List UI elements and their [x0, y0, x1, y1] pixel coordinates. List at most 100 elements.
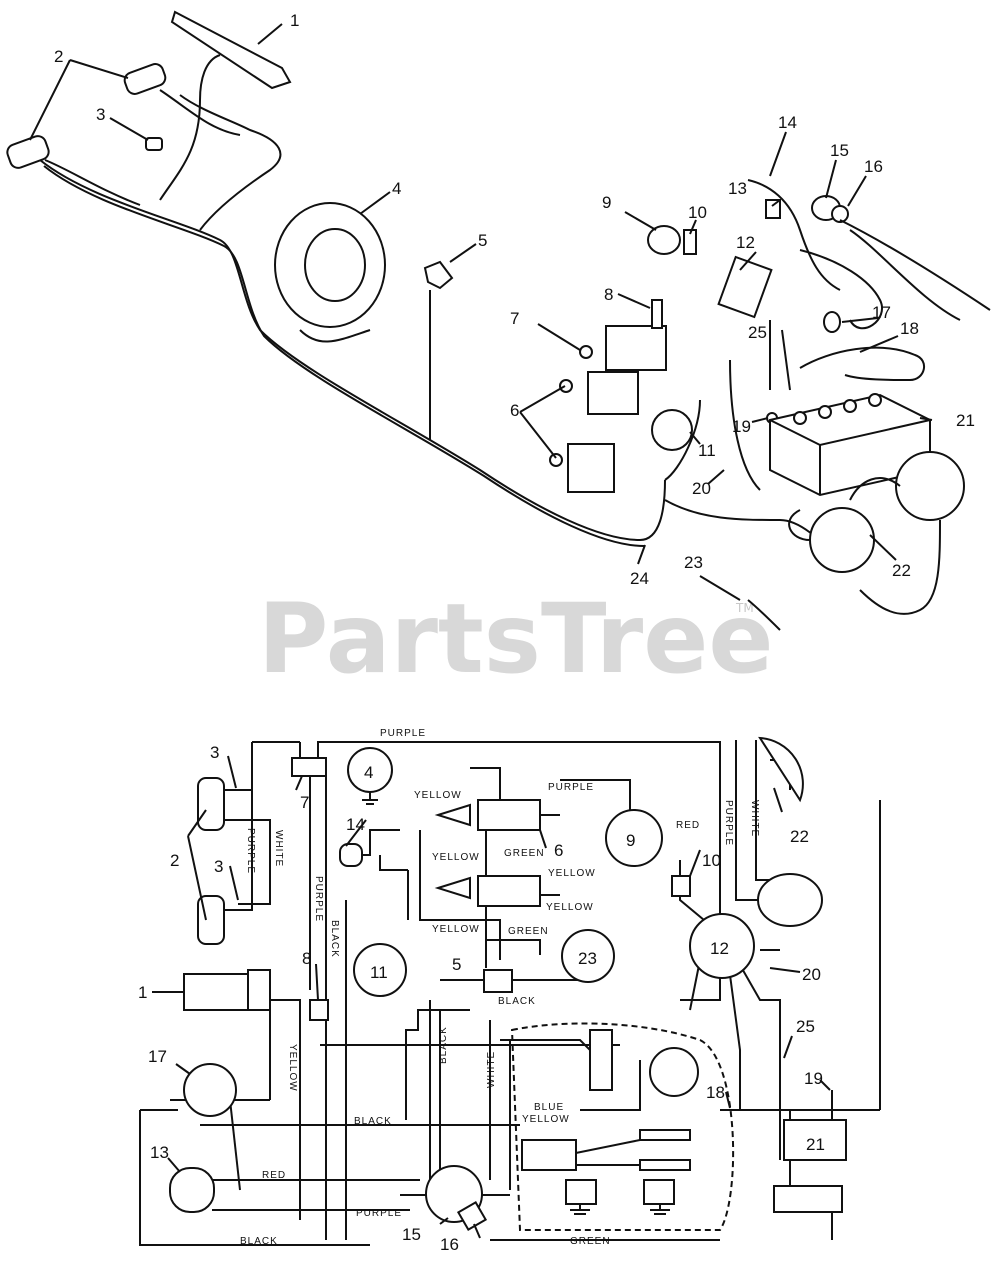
exploded-part-2b — [6, 135, 50, 169]
exploded-part-5 — [423, 260, 454, 290]
exploded-part-22b — [809, 507, 875, 573]
exploded-part-6a — [587, 371, 639, 415]
exploded-part-9 — [647, 225, 681, 255]
wire-label-white-v3: WHITE — [486, 1051, 497, 1088]
schematic-callout-21: 21 — [806, 1135, 825, 1154]
exploded-part-16 — [831, 205, 849, 223]
exploded-part-18 — [799, 346, 925, 382]
exploded-callout-11: 11 — [698, 441, 716, 460]
wire-label-purple-v3: PURPLE — [723, 800, 734, 846]
wire-label-yellow-1: YELLOW — [414, 790, 462, 801]
wire-label-white-v1: WHITE — [273, 830, 284, 867]
wire-label-yellow-4: YELLOW — [546, 902, 594, 913]
schematic-callout-11: 11 — [370, 963, 388, 982]
schematic-callout-20: 20 — [802, 965, 821, 984]
exploded-part-11 — [651, 409, 693, 451]
schematic-part-16 — [456, 1200, 488, 1232]
schematic-callout-23: 23 — [578, 949, 597, 968]
schematic-callout-10: 10 — [702, 851, 721, 870]
schematic-callout-22: 22 — [790, 827, 809, 846]
exploded-callout-6: 6 — [510, 401, 519, 420]
schematic-callout-19: 19 — [804, 1069, 823, 1088]
exploded-part-8 — [651, 299, 663, 329]
schematic-part-battery2 — [773, 1185, 843, 1213]
wire-label-black-v2: BLACK — [438, 1026, 449, 1064]
schematic-part-13 — [169, 1167, 215, 1213]
exploded-callout-19: 19 — [732, 417, 751, 436]
schematic-callout-17: 17 — [148, 1047, 167, 1066]
exploded-callout-9: 9 — [602, 193, 611, 212]
exploded-callout-2: 2 — [54, 47, 63, 66]
wire-label-yellow-v: YELLOW — [287, 1044, 298, 1092]
wire-label-yellow-5: YELLOW — [522, 1114, 570, 1125]
schematic-part-coil-box — [521, 1139, 577, 1171]
schematic-part-22a — [758, 736, 804, 803]
schematic-callout-12: 12 — [710, 939, 729, 958]
schematic-callout-16: 16 — [440, 1235, 459, 1254]
exploded-part-7 — [605, 325, 667, 371]
exploded-callout-20: 20 — [692, 479, 711, 498]
exploded-part-2a — [123, 63, 167, 95]
exploded-callout-1: 1 — [290, 11, 299, 30]
schematic-callouts: 1 2 3 3 5 6 7 8 9 10 11 12 13 14 15 16 1… — [138, 743, 825, 1254]
schematic-part-10 — [671, 875, 691, 897]
wire-label-black-4: BLACK — [240, 1236, 278, 1247]
schematic-part-12 — [689, 913, 755, 979]
wire-label-green-3: GREEN — [570, 1236, 611, 1247]
exploded-callout-10: 10 — [688, 203, 707, 222]
exploded-part-14 — [747, 179, 841, 291]
schematic-callout-25: 25 — [796, 1017, 815, 1036]
wire-label-yellow-2: YELLOW — [432, 852, 480, 863]
wire-label-black-3: BLACK — [354, 1116, 392, 1127]
schematic-callout-5: 5 — [452, 955, 461, 974]
wire-label-purple-v1: PURPLE — [245, 828, 256, 874]
schematic-part-11 — [353, 943, 407, 997]
exploded-callout-21: 21 — [956, 411, 975, 430]
wire-label-white-v2: WHITE — [749, 800, 760, 837]
exploded-callout-13: 13 — [728, 179, 747, 198]
exploded-part-1 — [170, 10, 292, 90]
schematic-part-17 — [183, 1063, 237, 1117]
exploded-callout-15: 15 — [830, 141, 849, 160]
schematic-part-21 — [783, 1119, 847, 1161]
exploded-callout-5: 5 — [478, 231, 487, 250]
wire-label-blue: BLUE — [534, 1102, 564, 1113]
schematic-callout-1: 1 — [138, 983, 147, 1002]
wire-label-red-2: RED — [262, 1170, 286, 1181]
wire-label-yellow-5b: YELLOW — [432, 924, 480, 935]
exploded-callout-25: 25 — [748, 323, 767, 342]
exploded-part-23 — [747, 599, 781, 631]
wire-label-yellow-3: YELLOW — [548, 868, 596, 879]
schematic-part-8 — [309, 999, 329, 1021]
watermark-text: PartsTree — [258, 583, 773, 695]
schematic-part-2b — [197, 895, 225, 945]
exploded-part-13 — [765, 199, 781, 219]
schematic-callout-3b: 3 — [214, 857, 223, 876]
schematic-callout-9: 9 — [626, 831, 635, 850]
exploded-callout-18: 18 — [900, 319, 919, 338]
schematic-part-relay — [589, 1029, 613, 1091]
schematic-part-9 — [605, 809, 663, 867]
exploded-callouts: 1 2 3 4 5 6 7 8 9 10 11 12 13 14 15 16 1… — [54, 11, 975, 588]
exploded-callout-3: 3 — [96, 105, 105, 124]
watermark-tm: TM — [735, 601, 754, 615]
wire-label-red-1: RED — [676, 820, 700, 831]
exploded-callout-14: 14 — [778, 113, 797, 132]
schematic-callout-18: 18 — [706, 1083, 725, 1102]
exploded-callout-24: 24 — [630, 569, 649, 588]
exploded-view — [6, 10, 991, 631]
schematic-callout-7: 7 — [300, 793, 309, 812]
exploded-callout-17: 17 — [872, 303, 891, 322]
schematic-part-2a — [197, 777, 225, 831]
wire-label-green-1: GREEN — [504, 848, 545, 859]
schematic-part-14 — [339, 843, 363, 867]
schematic-part-1-end — [247, 969, 271, 1011]
exploded-callout-7: 7 — [510, 309, 519, 328]
exploded-callout-16: 16 — [864, 157, 883, 176]
schematic-part-6a — [477, 799, 541, 831]
schematic-callout-15: 15 — [402, 1225, 421, 1244]
schematic-wire-labels: PURPLE YELLOW PURPLE YELLOW GREEN YELLOW… — [240, 728, 760, 1247]
schematic-callout-6: 6 — [554, 841, 563, 860]
exploded-part-4 — [274, 202, 386, 328]
schematic-part-6b — [477, 875, 541, 907]
